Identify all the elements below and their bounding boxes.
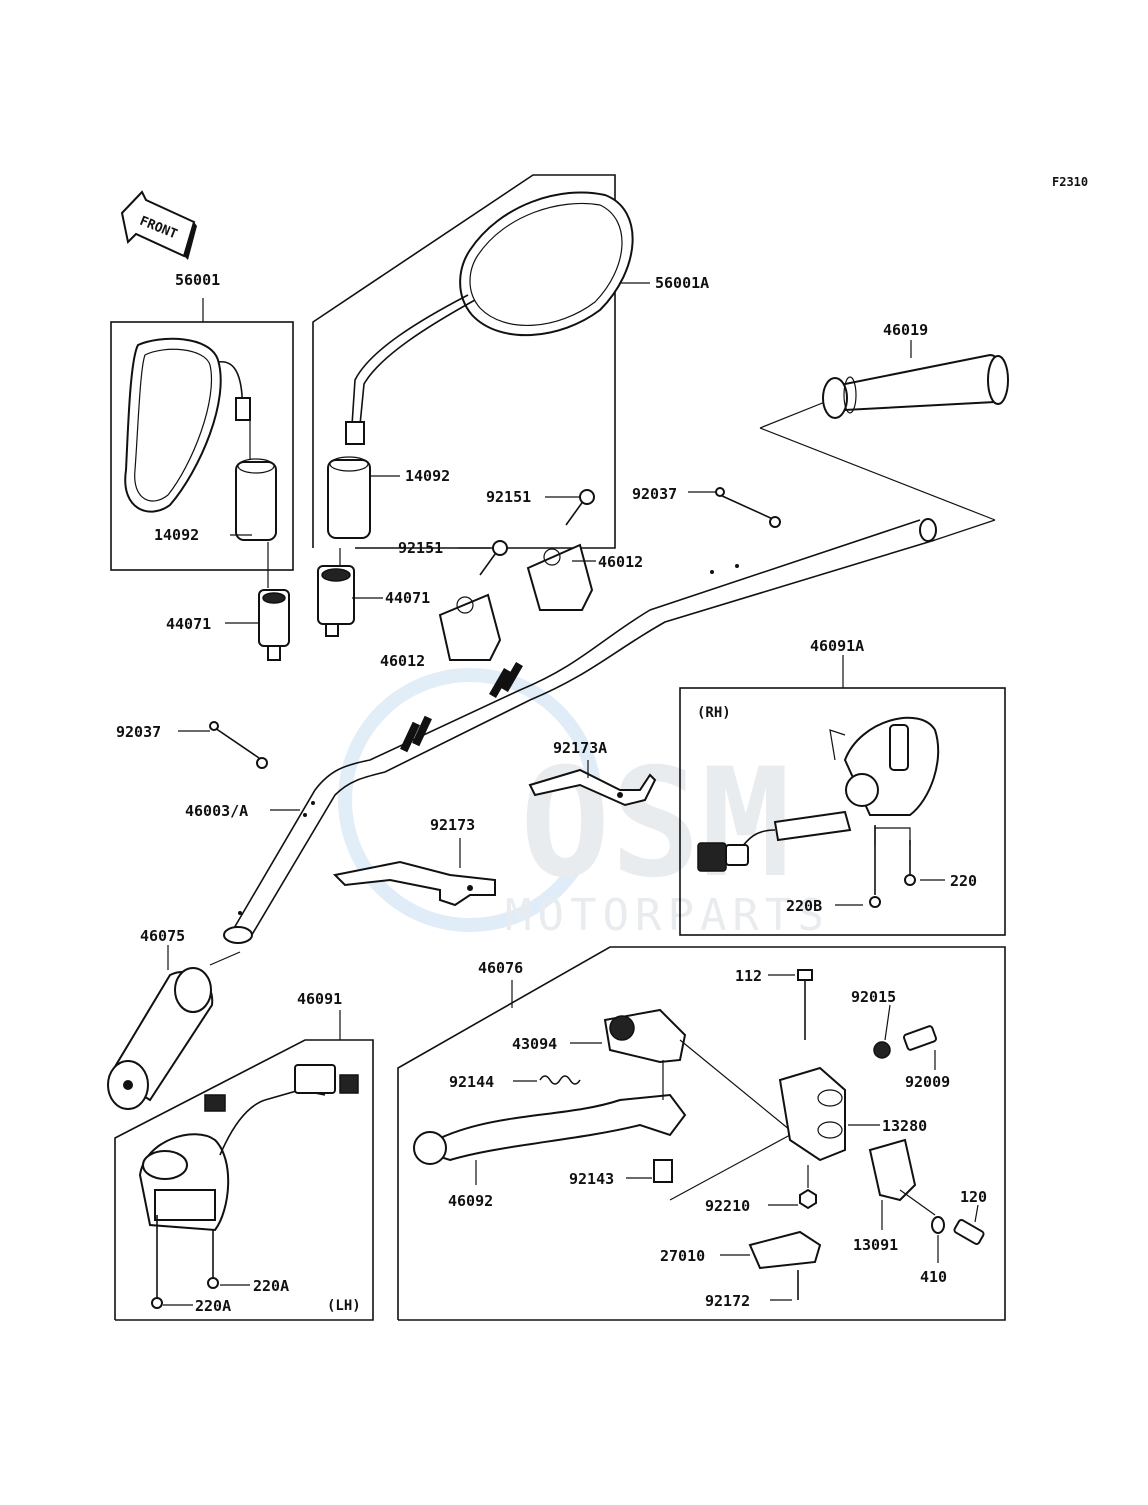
part-92037-top[interactable]: 92037: [632, 485, 678, 503]
part-56001A[interactable]: 56001A: [655, 274, 710, 292]
part-92144[interactable]: 92144: [449, 1073, 495, 1091]
part-46075[interactable]: 46075: [140, 927, 186, 945]
part-46092[interactable]: 46092: [448, 1192, 494, 1210]
part-44071-left[interactable]: 44071: [166, 615, 212, 633]
right-grip: [822, 340, 1009, 419]
figure-code: F2310: [1052, 175, 1089, 189]
lh-label: (LH): [327, 1298, 361, 1314]
part-14092-right[interactable]: 14092: [405, 467, 451, 485]
watermark-sub: MOTORPARTS: [505, 890, 830, 941]
rh-label: (RH): [697, 705, 731, 721]
part-46091A[interactable]: 46091A: [810, 637, 865, 655]
part-220A-a[interactable]: 220A: [195, 1297, 232, 1315]
part-13280[interactable]: 13280: [882, 1117, 928, 1135]
part-56001[interactable]: 56001: [175, 271, 221, 289]
part-44071-right[interactable]: 44071: [385, 589, 431, 607]
part-92037-left[interactable]: 92037: [116, 723, 162, 741]
part-120[interactable]: 120: [960, 1188, 988, 1206]
part-46019[interactable]: 46019: [883, 321, 929, 339]
watermark-name: OSM: [520, 737, 791, 911]
part-27010[interactable]: 27010: [660, 1247, 706, 1265]
straps: [178, 487, 781, 769]
part-220A-b[interactable]: 220A: [253, 1277, 290, 1295]
handlebar: [223, 399, 996, 944]
part-46003A[interactable]: 46003/A: [185, 802, 249, 820]
lever-group: [397, 946, 1006, 1321]
part-46012-a[interactable]: 46012: [380, 652, 426, 670]
part-14092-left[interactable]: 14092: [154, 526, 200, 544]
part-220[interactable]: 220: [950, 872, 978, 890]
brackets: [332, 760, 657, 907]
right-mirror-group: [312, 174, 650, 637]
part-92173[interactable]: 92173: [430, 816, 476, 834]
part-92151-a[interactable]: 92151: [486, 488, 532, 506]
part-46091[interactable]: 46091: [297, 990, 343, 1008]
part-220B[interactable]: 220B: [786, 897, 823, 915]
part-46076[interactable]: 46076: [478, 959, 524, 977]
part-92009[interactable]: 92009: [905, 1073, 951, 1091]
clamps: [438, 489, 596, 661]
part-92143[interactable]: 92143: [569, 1170, 615, 1188]
lh-switch-group: [114, 1010, 374, 1321]
part-43094[interactable]: 43094: [512, 1035, 558, 1053]
part-92151-b[interactable]: 92151: [398, 539, 444, 557]
part-46012-b[interactable]: 46012: [598, 553, 644, 571]
part-13091[interactable]: 13091: [853, 1236, 899, 1254]
watermark: OSM MOTORPARTS: [338, 668, 830, 941]
part-92173A[interactable]: 92173A: [553, 739, 608, 757]
part-92210[interactable]: 92210: [705, 1197, 751, 1215]
part-92015[interactable]: 92015: [851, 988, 897, 1006]
part-92172[interactable]: 92172: [705, 1292, 751, 1310]
left-mirror-group: [110, 298, 294, 661]
front-arrow-icon: FRONT: [120, 190, 197, 260]
part-410[interactable]: 410: [920, 1268, 948, 1286]
rh-switch-group: [679, 655, 1006, 936]
left-grip: [107, 945, 241, 1110]
part-112[interactable]: 112: [735, 967, 763, 985]
